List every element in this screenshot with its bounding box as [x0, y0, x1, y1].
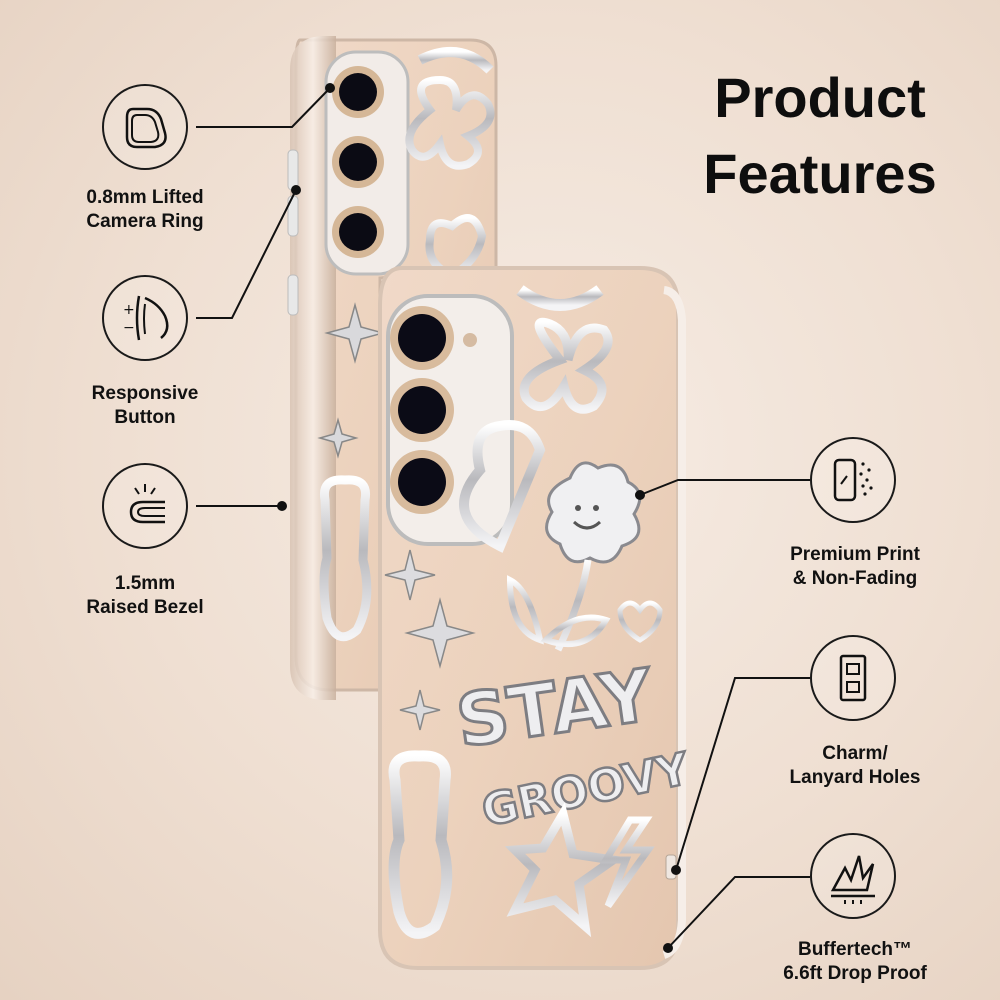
- title-line-1: Product: [714, 66, 926, 129]
- back-phone-case: [287, 36, 498, 700]
- shock-impact-icon: [810, 833, 896, 919]
- title-line-2: Features: [703, 142, 937, 205]
- svg-text:−: −: [123, 320, 135, 336]
- print-quality-icon: [810, 437, 896, 523]
- raised-bezel-icon: [102, 463, 188, 549]
- button-press-icon: +−: [102, 275, 188, 361]
- feature-label-premium-print: Premium Print& Non-Fading: [790, 544, 920, 589]
- svg-text:+: +: [123, 302, 135, 318]
- page-title: Product Features: [640, 60, 1000, 212]
- feature-label-lanyard-holes: Charm/Lanyard Holes: [789, 743, 921, 788]
- camera-ring-icon: [102, 84, 188, 170]
- front-phone-case: STAY GROOVY: [378, 266, 696, 970]
- lanyard-holes-icon: [810, 635, 896, 721]
